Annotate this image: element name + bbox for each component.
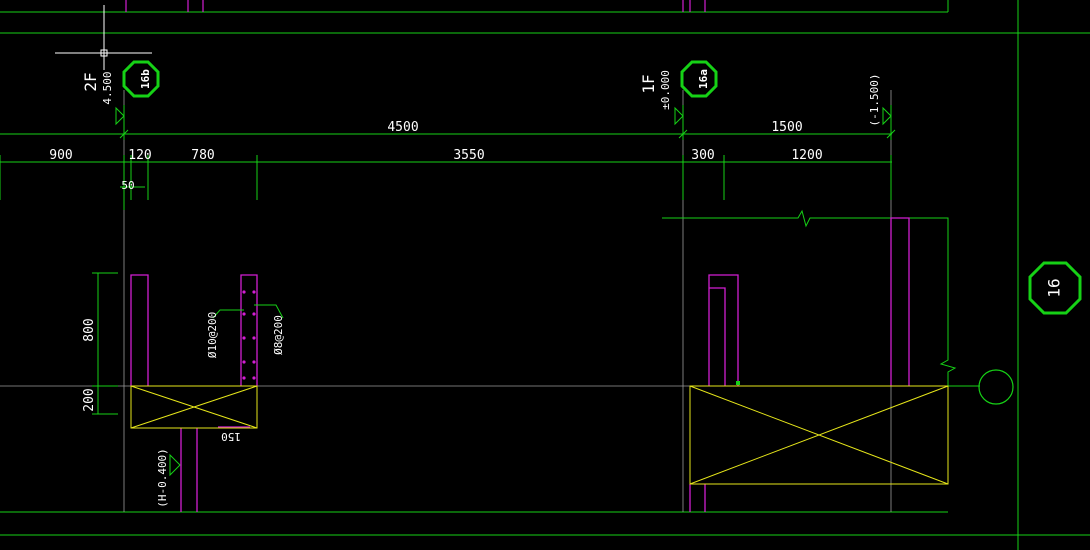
elev-neg400-label: (H-0.400) (156, 448, 169, 508)
axis-tag-16[interactable]: 16 (1028, 261, 1082, 315)
top-wall-stubs (125, 0, 706, 12)
elev-2f-label: 4.500 (101, 71, 114, 104)
left-wall-outline (130, 274, 258, 512)
rebar-label-right: Ø8@200 (272, 315, 285, 355)
dim-1500: 1500 (771, 120, 802, 135)
left-rebar-dots (242, 290, 256, 380)
elevation-markers (115, 106, 892, 477)
right-beam-section (689, 385, 949, 485)
rebar-label-left: Ø10@200 (206, 312, 219, 358)
tag-16b-label: 16b (139, 69, 152, 89)
left-beam-section (130, 385, 258, 429)
right-green-marker (736, 381, 740, 385)
dim-50: 50 (121, 179, 134, 192)
rebar-label-bottom: 150 (221, 430, 241, 443)
tag-16a-label: 16a (697, 69, 710, 89)
dim-300: 300 (691, 148, 714, 163)
axis-circle-small (978, 369, 1014, 405)
right-wall-outline (689, 217, 910, 512)
level-2f-label: 2F (81, 72, 100, 91)
dim-900: 900 (49, 148, 72, 163)
dim-1200: 1200 (791, 148, 822, 163)
tag-16b[interactable]: 16b (122, 60, 160, 98)
dimension-row-1 (0, 105, 896, 140)
elev-1f-label: ±0.000 (659, 70, 672, 110)
tag-16a[interactable]: 16a (680, 60, 718, 98)
dim-4500: 4500 (387, 120, 418, 135)
dimension-row-2 (0, 155, 892, 210)
dim-120: 120 (128, 148, 151, 163)
level-1f-label: 1F (639, 74, 658, 93)
crosshair-cursor[interactable] (55, 5, 152, 70)
dim-200: 200 (82, 388, 97, 411)
elev-neg1500-label: (-1.500) (868, 74, 881, 127)
axis-tag-16-label: 16 (1045, 278, 1064, 297)
left-rebar-leaders (212, 304, 284, 319)
dim-800: 800 (82, 318, 97, 341)
dim-3550: 3550 (453, 148, 484, 163)
break-lines (662, 209, 980, 387)
vertical-dimension (92, 272, 118, 415)
dim-780: 780 (191, 148, 214, 163)
